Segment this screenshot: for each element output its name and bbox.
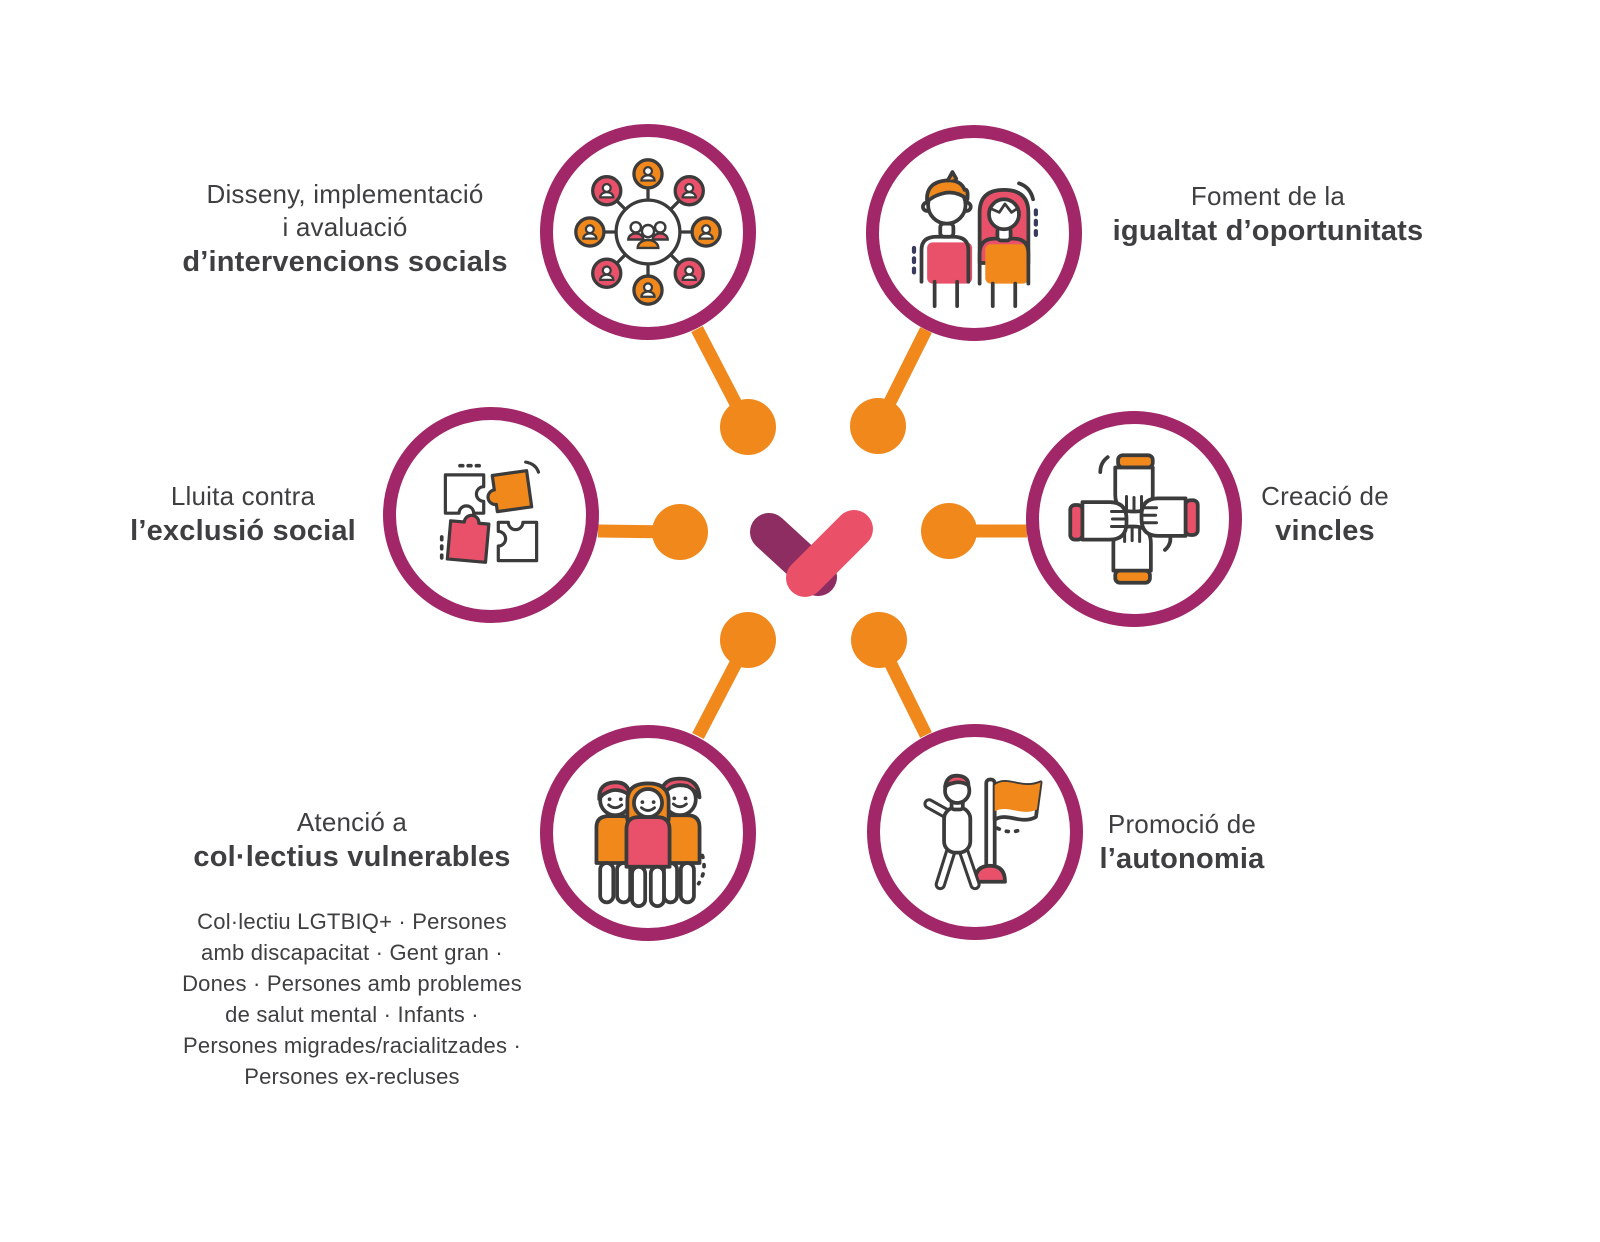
network-people-icon [574, 158, 722, 306]
list-line: Col·lectiu LGTBIQ+ · Persones [197, 909, 507, 934]
three-people-icon [594, 776, 706, 908]
label-line-bold: l’autonomia [1099, 843, 1265, 875]
circle-opportunities [866, 125, 1082, 341]
label-line: Promoció de [1107, 809, 1257, 839]
logo-right-stroke [786, 510, 873, 597]
label-exclusion: Lluita contra l’exclusió social [53, 480, 433, 550]
label-line: Disseny, implementació [206, 179, 484, 209]
connector-dots [652, 398, 977, 668]
label-line-bold: l’exclusió social [130, 515, 356, 547]
label-line-bold: col·lectius vulnerables [193, 841, 511, 873]
label-line: Lluita contra [170, 481, 316, 511]
label-line-bold: vincles [1275, 515, 1375, 547]
man-woman-icon [911, 170, 1038, 308]
dot-bottom-left [720, 612, 776, 668]
circle-interventions [540, 124, 756, 340]
label-line: i avaluació [282, 212, 408, 242]
label-bonds: Creació de vincles [1135, 480, 1515, 550]
label-line: Foment de la [1190, 181, 1346, 211]
circle-vulnerable [540, 725, 756, 941]
label-line-bold: igualtat d’oportunitats [1112, 215, 1424, 247]
four-hands-icon [1068, 453, 1200, 585]
label-line: Creació de [1261, 481, 1389, 511]
label-opportunities: Foment de la igualtat d’oportunitats [1078, 180, 1458, 250]
heart-check-logo [750, 510, 873, 597]
list-line: amb discapacitat · Gent gran · [201, 940, 503, 965]
list-line: Dones · Persones amb problemes [182, 971, 522, 996]
dot-top-right [850, 398, 906, 454]
dot-right [921, 503, 977, 559]
label-vulnerable-list: Col·lectiu LGTBIQ+ · Persones amb discap… [142, 906, 562, 1092]
label-vulnerable: Atenció a col·lectius vulnerables [162, 806, 542, 876]
list-line: Persones migrades/racialitzades · [183, 1033, 521, 1058]
label-line-bold: d’intervencions socials [182, 246, 508, 278]
label-autonomy: Promoció de l’autonomia [992, 808, 1372, 878]
dot-top-left [720, 399, 776, 455]
label-interventions: Disseny, implementació i avaluació d’int… [150, 178, 540, 281]
list-line: Persones ex-recluses [244, 1064, 460, 1089]
label-line: Atenció a [296, 807, 408, 837]
list-line: de salut mental · Infants · [225, 1002, 479, 1027]
dot-bottom-right [851, 612, 907, 668]
dot-left [652, 504, 708, 560]
person-flag-icon [923, 773, 1043, 891]
puzzle-pieces-icon [439, 460, 541, 564]
circle-bonds [1026, 411, 1242, 627]
